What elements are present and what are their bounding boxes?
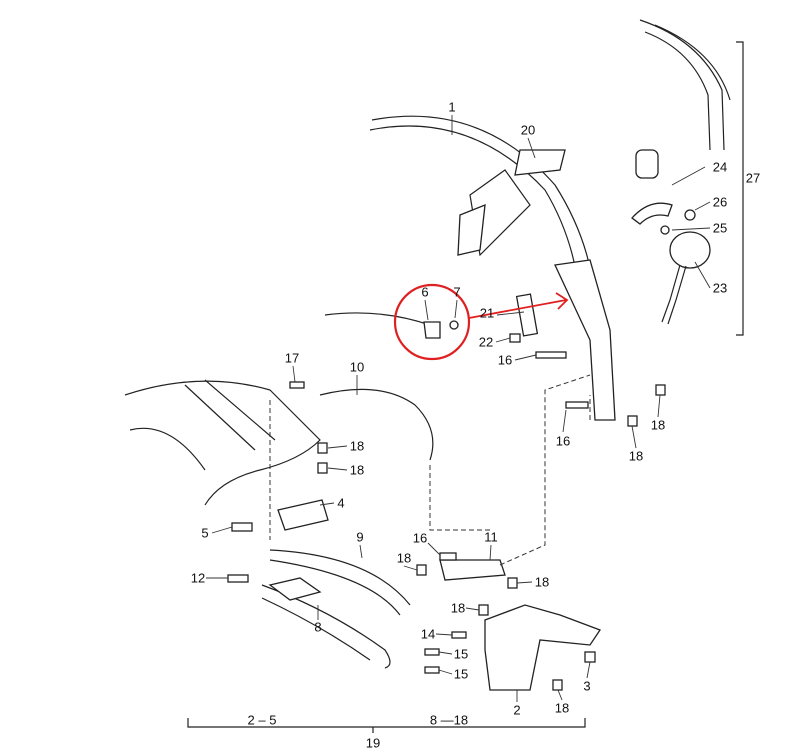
part-label: 16 xyxy=(555,433,571,449)
part-label: 20 xyxy=(520,122,536,138)
part-label: 24 xyxy=(712,159,728,175)
fasteners xyxy=(227,320,666,691)
part-label: 25 xyxy=(712,220,728,236)
right-parts-23-26 xyxy=(631,202,711,325)
part-label: 26 xyxy=(712,194,728,210)
part-label: 18 xyxy=(554,700,570,716)
part-label: 27 xyxy=(745,170,761,186)
roof-seal-part-27 xyxy=(635,19,744,336)
part-label: 21 xyxy=(479,305,495,321)
part-label: 17 xyxy=(284,350,300,366)
part-label: 9 xyxy=(356,529,364,545)
part-label: 1 xyxy=(448,99,456,115)
part-label: 15 xyxy=(453,666,469,682)
part-label: 18 xyxy=(628,448,644,464)
part-label: 4 xyxy=(337,495,345,511)
part-label: 5 xyxy=(201,525,209,541)
part-label: 18 xyxy=(450,600,466,616)
part-label: 18 xyxy=(349,438,365,454)
range-bracket xyxy=(187,718,586,733)
range-label-total: 19 xyxy=(365,735,381,751)
part-label: 22 xyxy=(478,334,494,350)
part-label: 15 xyxy=(453,646,469,662)
part-label: 8 xyxy=(314,619,322,635)
rear-deck-panel xyxy=(124,379,321,506)
part-label: 2 xyxy=(513,702,521,718)
part-label: 16 xyxy=(412,530,428,546)
main-bow-part-1 xyxy=(369,115,616,421)
part-label: 11 xyxy=(484,529,498,545)
part-label: 7 xyxy=(453,284,461,300)
cable-and-panels xyxy=(261,312,434,669)
part-label: 18 xyxy=(396,550,412,566)
range-label-right: 8 —18 xyxy=(429,712,469,728)
highlight-annotation xyxy=(393,283,569,361)
range-label-left: 2 – 5 xyxy=(247,712,277,728)
part-label: 14 xyxy=(420,626,436,642)
part-label: 16 xyxy=(497,352,513,368)
part-label: 10 xyxy=(349,359,365,375)
part-label: 3 xyxy=(583,678,591,694)
part-label: 12 xyxy=(190,570,206,586)
part-label: 18 xyxy=(534,574,550,590)
brackets xyxy=(268,559,601,691)
part-label: 6 xyxy=(421,284,429,300)
part-label: 18 xyxy=(349,462,365,478)
part-label: 23 xyxy=(712,280,728,296)
part-label: 18 xyxy=(650,417,666,433)
dashed-guides xyxy=(269,374,591,566)
leader-lines xyxy=(206,115,711,702)
